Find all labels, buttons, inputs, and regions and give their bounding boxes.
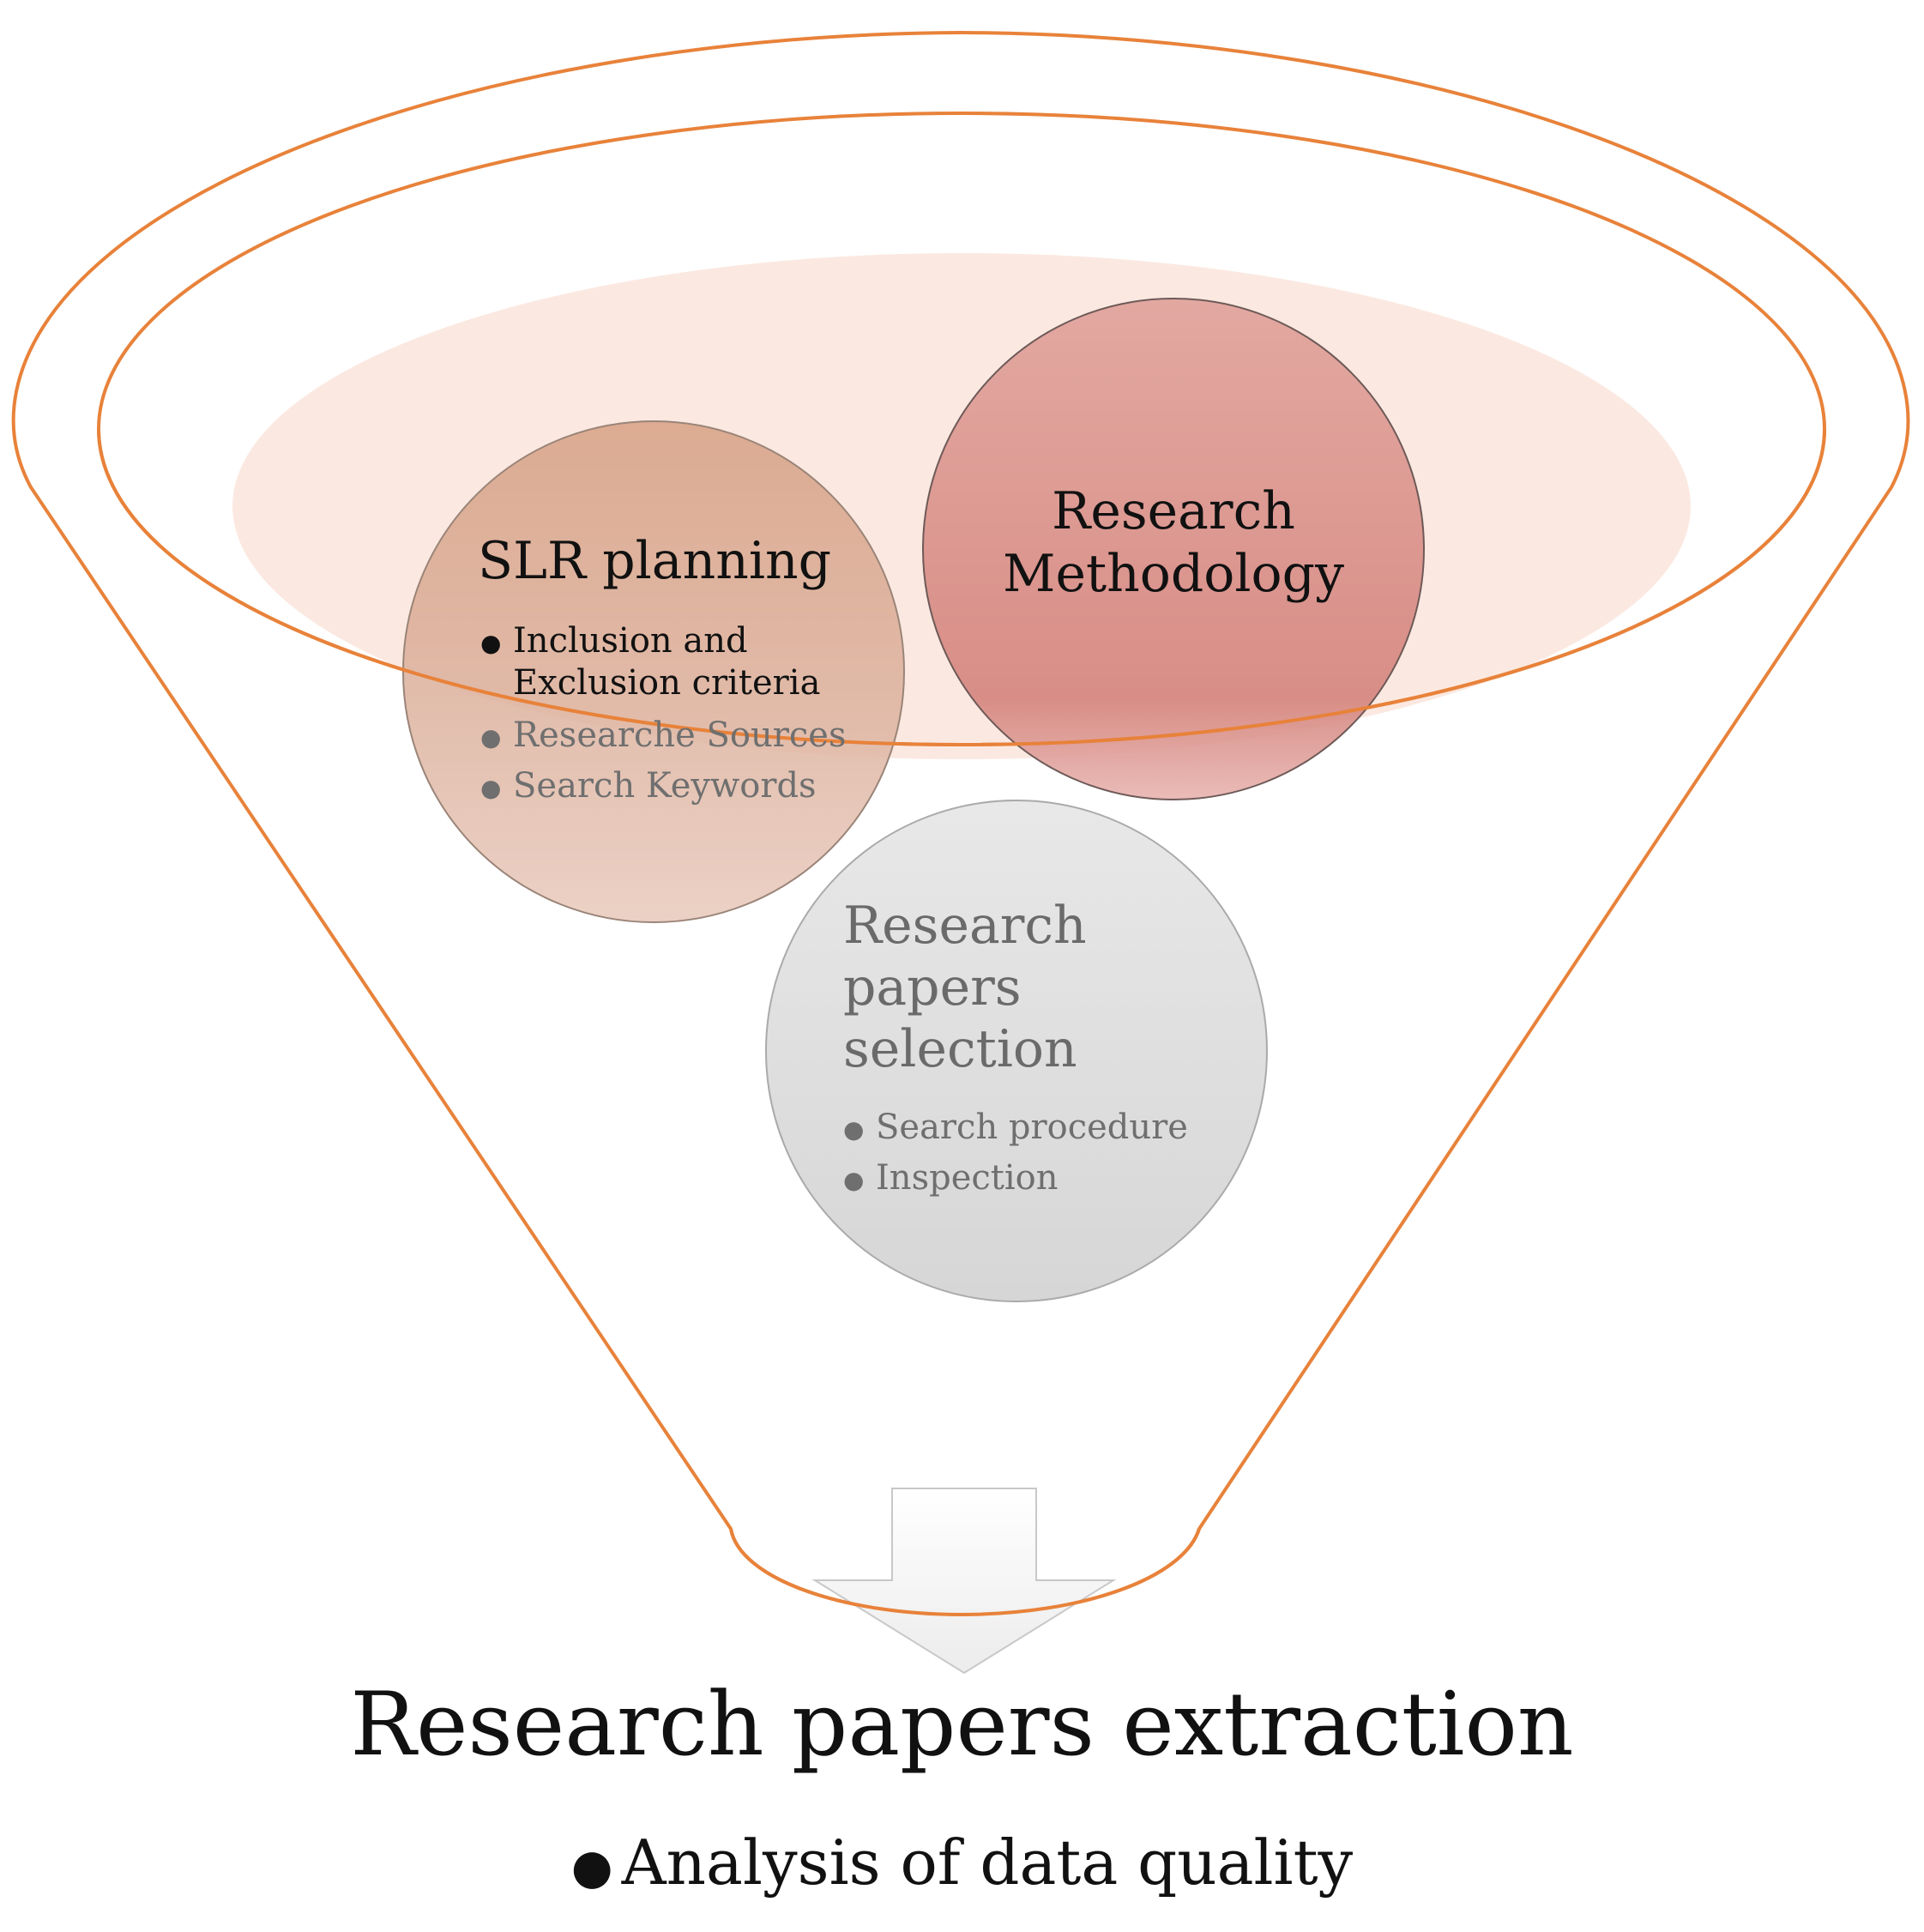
- bullet-icon: ●: [843, 1165, 865, 1194]
- slr-planning-title: SLR planning: [478, 531, 832, 591]
- slr-item-text: Researche Sources: [513, 715, 847, 755]
- slr-item-sources: ● Researche Sources: [480, 715, 846, 757]
- selection-item-text: Inspection: [876, 1158, 1059, 1198]
- bullet-icon: ●: [843, 1114, 865, 1144]
- methodology-title-line1: Research: [1052, 481, 1295, 541]
- bullet-icon: ●: [480, 773, 502, 802]
- selection-title-line3: selection: [843, 1019, 1077, 1079]
- bullet-icon: ●: [570, 1839, 613, 1896]
- slr-item-text: Inclusion and: [513, 621, 748, 661]
- papers-selection-circle: [765, 800, 1268, 1302]
- methodology-title-line2: Methodology: [1003, 544, 1344, 604]
- down-arrow-icon: [811, 1488, 1117, 1675]
- output-bullet: ●Analysis of data quality: [0, 1826, 1924, 1899]
- slr-item-text: Exclusion criteria: [513, 662, 821, 703]
- research-methodology-circle: [922, 298, 1425, 800]
- funnel-rim-front: [97, 428, 1826, 746]
- selection-title-line1: Research: [843, 896, 1087, 956]
- slr-item-text: Search Keywords: [513, 766, 817, 806]
- output-bullet-text: Analysis of data quality: [621, 1826, 1354, 1899]
- selection-title-line2: papers: [843, 957, 1022, 1017]
- bullet-icon: ●: [480, 722, 502, 752]
- funnel-bottom-curve: [729, 1528, 1201, 1617]
- selection-item-text: Search procedure: [876, 1108, 1188, 1147]
- slr-item-inclusion: ● Inclusion and Exclusion criteria: [480, 620, 820, 704]
- selection-item-search: ● Search procedure: [843, 1107, 1188, 1149]
- slr-item-keywords: ● Search Keywords: [480, 765, 817, 807]
- output-title: Research papers extraction: [350, 1674, 1574, 1776]
- selection-item-inspection: ● Inspection: [843, 1157, 1058, 1199]
- slr-planning-circle: [402, 420, 905, 923]
- bullet-icon: ●: [480, 628, 502, 657]
